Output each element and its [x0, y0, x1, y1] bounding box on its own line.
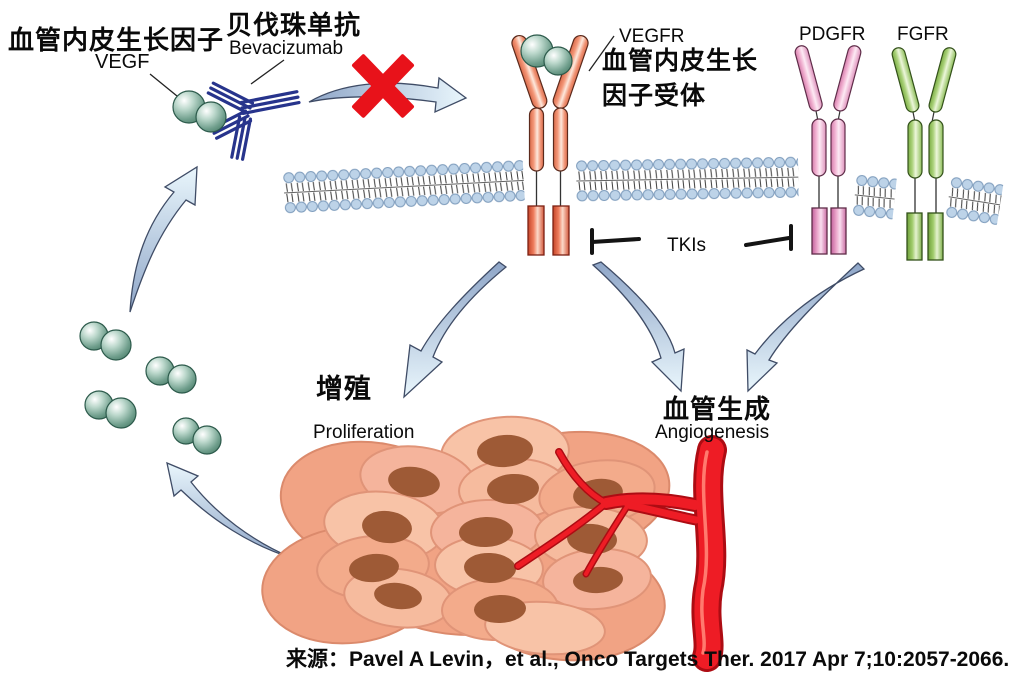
- growth-factor-label-cn: 血管内皮生长因子: [8, 25, 225, 55]
- arrow-to-angiogenesis-left: [591, 261, 685, 393]
- antibody-label-en: Bevacizumab: [229, 38, 344, 59]
- proliferation-label-en: Proliferation: [313, 422, 415, 443]
- angiogenesis-label-cn: 血管生成: [663, 394, 772, 424]
- pdgfr-receptor-icon: [794, 45, 862, 255]
- vegf-dimer-icon: [172, 90, 227, 133]
- tumor-cell-cluster: [261, 415, 671, 662]
- cell-membrane: [283, 156, 1004, 226]
- vegfr-name-line2: 因子受体: [602, 82, 707, 110]
- arrow-vegf-release-up: [129, 165, 198, 313]
- arrow-to-proliferation: [403, 261, 508, 399]
- tki-inhibition-bars: [590, 224, 793, 255]
- leader-lines: [149, 35, 615, 97]
- source-citation: 来源：Pavel A Levin，et al., Onco Targets Th…: [286, 648, 1010, 671]
- vegfr-receptor-icon: [511, 34, 589, 256]
- vegf-dimer-cluster: [79, 321, 222, 455]
- vegfr-abbr-label: VEGFR: [619, 26, 685, 47]
- blocked-x-icon: [352, 54, 414, 118]
- growth-factor-label-en: VEGF: [95, 51, 150, 73]
- pdgfr-label: PDGFR: [799, 24, 866, 45]
- proliferation-label-cn: 增殖: [316, 374, 372, 404]
- antibody-label-cn: 贝伐珠单抗: [226, 10, 362, 40]
- fgfr-receptor-icon: [891, 47, 957, 261]
- fgfr-label: FGFR: [897, 24, 949, 45]
- blood-vessel: [514, 435, 727, 672]
- vegf-dimer-bound-icon: [520, 34, 573, 76]
- arrow-tumor-to-vegf: [166, 461, 293, 559]
- angiogenesis-label-en: Angiogenesis: [655, 422, 770, 443]
- arrow-to-angiogenesis-right: [746, 262, 866, 393]
- vegfr-name-line1: 血管内皮生长: [602, 47, 759, 75]
- tkis-label: TKIs: [667, 235, 707, 256]
